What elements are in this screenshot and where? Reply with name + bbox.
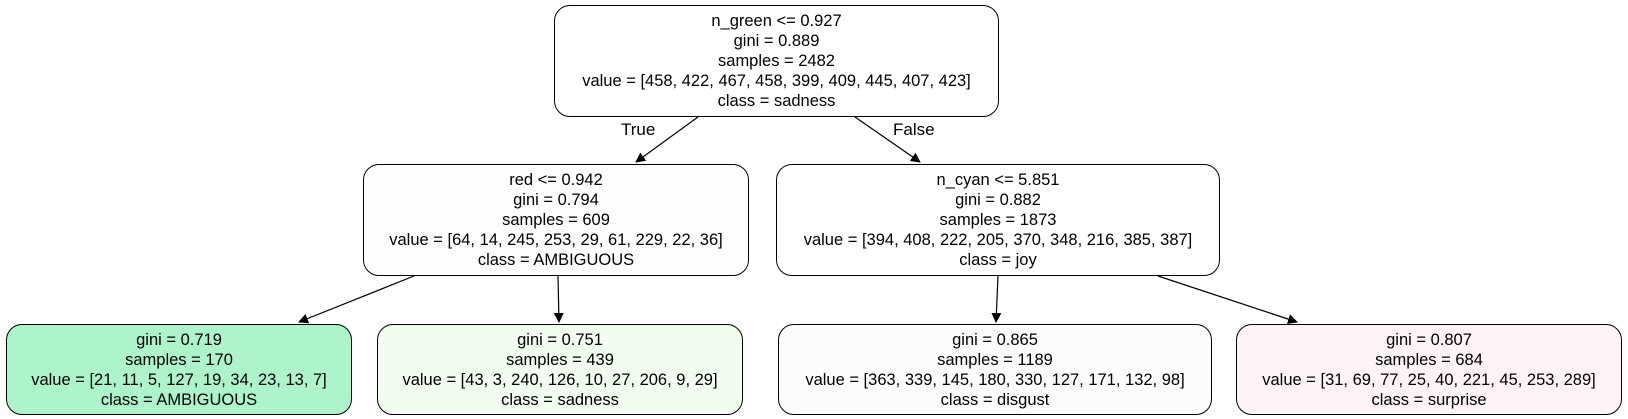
- node-samples: samples = 439: [506, 350, 614, 369]
- node-class: class = AMBIGUOUS: [100, 390, 258, 409]
- node-class: class = joy: [959, 251, 1037, 269]
- edge-label-false: False: [893, 120, 935, 139]
- node-samples: samples = 609: [502, 211, 610, 229]
- node-class: class = surprise: [1371, 390, 1487, 409]
- tree-leaf-left-right: gini = 0.751 samples = 439 value = [43, …: [377, 324, 743, 415]
- edge-left-to-left-right: [553, 275, 564, 323]
- node-class: class = sadness: [501, 390, 619, 409]
- edge-root-to-right: [854, 116, 921, 163]
- node-samples: samples = 1873: [939, 211, 1057, 229]
- node-gini: gini = 0.889: [733, 32, 820, 50]
- node-class: class = sadness: [717, 92, 836, 110]
- node-value: value = [64, 14, 245, 253, 29, 61, 229, …: [389, 231, 723, 249]
- node-class: class = AMBIGUOUS: [477, 251, 635, 269]
- edge-right-to-right-right: [1157, 275, 1298, 324]
- node-value: value = [394, 408, 222, 205, 370, 348, 2…: [803, 231, 1193, 249]
- edge-right-to-right-left: [991, 275, 1002, 323]
- node-samples: samples = 2482: [718, 52, 835, 70]
- node-gini: gini = 0.751: [517, 330, 603, 349]
- node-gini: gini = 0.807: [1386, 330, 1472, 349]
- node-value: value = [21, 11, 5, 127, 19, 34, 23, 13,…: [31, 370, 327, 389]
- tree-node-root: n_green <= 0.927 gini = 0.889 samples = …: [554, 5, 999, 117]
- node-value: value = [31, 69, 77, 25, 40, 221, 45, 25…: [1262, 370, 1596, 389]
- node-value: value = [43, 3, 240, 126, 10, 27, 206, 9…: [402, 370, 718, 389]
- node-split-rule: red <= 0.942: [509, 171, 603, 189]
- node-samples: samples = 684: [1375, 350, 1483, 369]
- node-gini: gini = 0.719: [136, 330, 222, 349]
- tree-node-left: red <= 0.942 gini = 0.794 samples = 609 …: [363, 164, 749, 276]
- tree-leaf-left-left: gini = 0.719 samples = 170 value = [21, …: [6, 324, 352, 415]
- node-gini: gini = 0.865: [952, 330, 1038, 349]
- edge-label-true: True: [621, 120, 656, 139]
- node-split-rule: n_green <= 0.927: [711, 12, 842, 30]
- node-samples: samples = 170: [125, 350, 233, 369]
- edge-root-to-left: [635, 116, 699, 163]
- node-gini: gini = 0.882: [955, 191, 1041, 209]
- edge-left-to-left-left: [298, 275, 415, 324]
- node-value: value = [363, 339, 145, 180, 330, 127, 1…: [805, 370, 1185, 389]
- tree-leaf-right-left: gini = 0.865 samples = 1189 value = [363…: [778, 324, 1212, 415]
- node-gini: gini = 0.794: [513, 191, 599, 209]
- tree-node-right: n_cyan <= 5.851 gini = 0.882 samples = 1…: [776, 164, 1220, 276]
- node-samples: samples = 1189: [937, 350, 1053, 369]
- node-split-rule: n_cyan <= 5.851: [936, 171, 1060, 189]
- tree-leaf-right-right: gini = 0.807 samples = 684 value = [31, …: [1236, 324, 1622, 415]
- node-value: value = [458, 422, 467, 458, 399, 409, 4…: [582, 72, 971, 90]
- node-class: class = disgust: [940, 390, 1050, 409]
